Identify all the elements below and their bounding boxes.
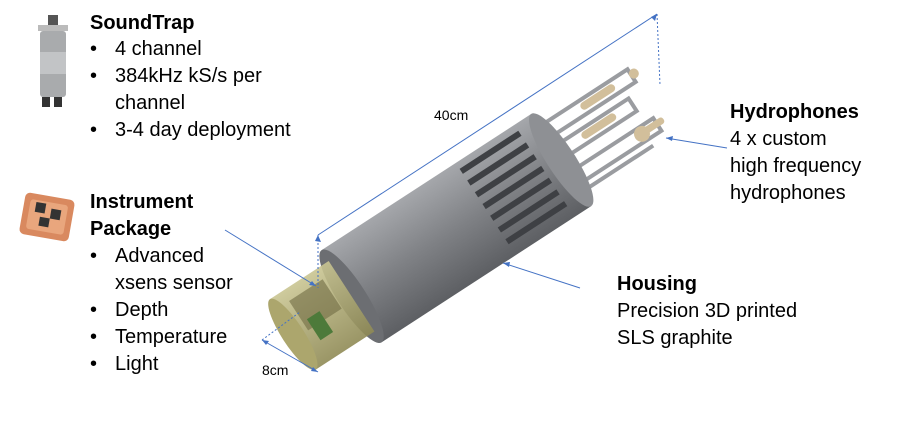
bullet: • [90,65,98,87]
instrument-title-2: Package [90,218,172,240]
bullet: • [90,245,98,267]
housing-line: Precision 3D printed [617,300,798,322]
hydrophone-elements [580,68,665,142]
housing-body [321,113,592,343]
instrument-title: Instrument [90,191,194,213]
bullet: • [90,38,98,60]
bullet: • [90,353,98,375]
soundtrap-title: SoundTrap [90,12,195,34]
hydrophones-line: high frequency [730,155,862,177]
instrument-bullet: Advanced [115,245,204,267]
hydrophones-line: hydrophones [730,182,846,204]
length-label: 40cm [434,107,469,123]
instrument-bullet: Light [115,353,159,375]
instrument-bullet: Temperature [115,326,228,348]
housing-vents [459,130,568,245]
arrow-heads [262,14,673,372]
instrument-bullet: Depth [115,299,169,321]
hydrophone-device [268,66,665,371]
hydrophones-title: Hydrophones [730,101,859,123]
soundtrap-bullet: 384kHz kS/s per [115,65,262,87]
soundtrap-bullet: 3-4 day deployment [115,119,291,141]
housing-title: Housing [617,273,697,295]
bullet: • [90,326,98,348]
bullet: • [90,299,98,321]
dimension-lines [224,13,728,373]
housing-line: SLS graphite [617,327,733,349]
diameter-label: 8cm [262,362,289,378]
soundtrap-bullet-cont: channel [115,92,186,114]
xsens-chip-image [19,192,75,242]
bullet: • [90,119,98,141]
soundtrap-bullet: 4 channel [115,38,202,60]
hydrophones-line: 4 x custom [730,128,827,150]
soundtrap-image [38,15,68,107]
instrument-bullet-cont: xsens sensor [115,272,233,294]
